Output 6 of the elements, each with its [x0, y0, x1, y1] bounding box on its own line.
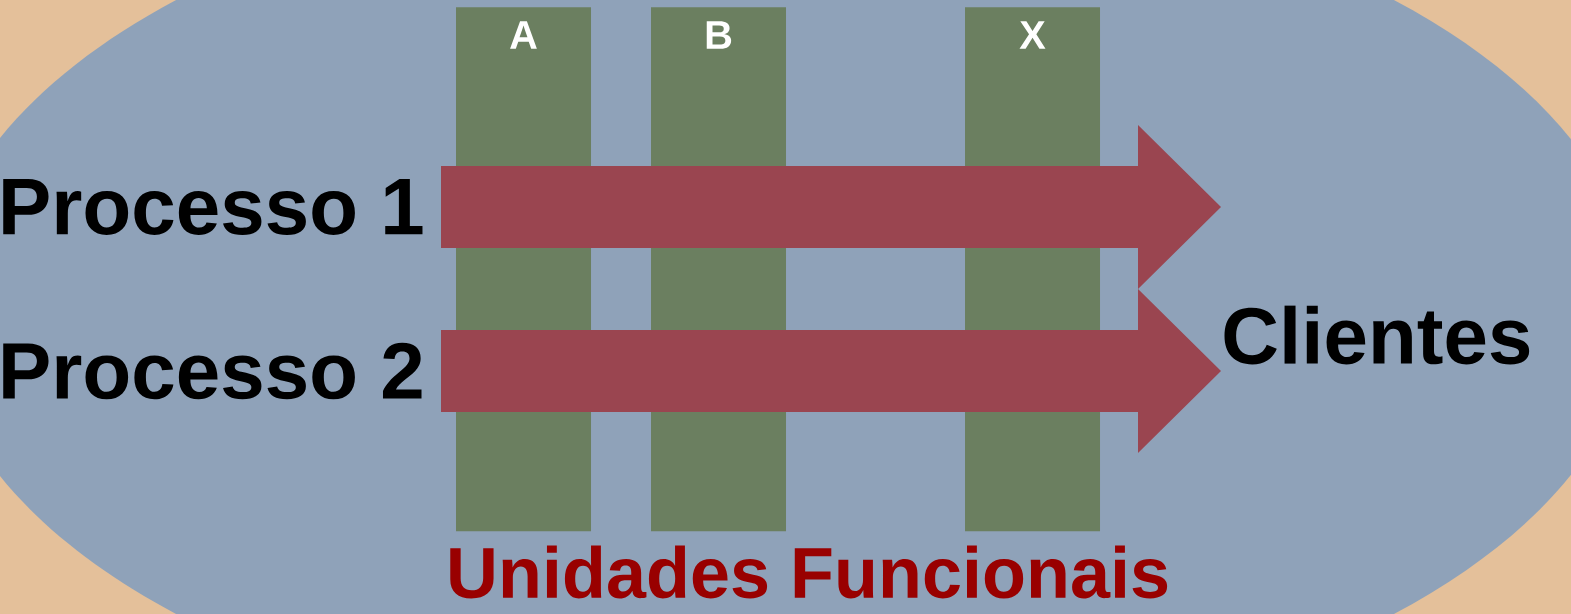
process-arrow [441, 289, 1221, 453]
customer-label: Clientes [1224, 305, 1530, 365]
axis-caption: Unidades Funcionais [450, 545, 1168, 599]
process-label: Processo 1 [3, 179, 423, 235]
process-label: Processo 2 [3, 342, 422, 400]
process-arrow [441, 125, 1221, 289]
